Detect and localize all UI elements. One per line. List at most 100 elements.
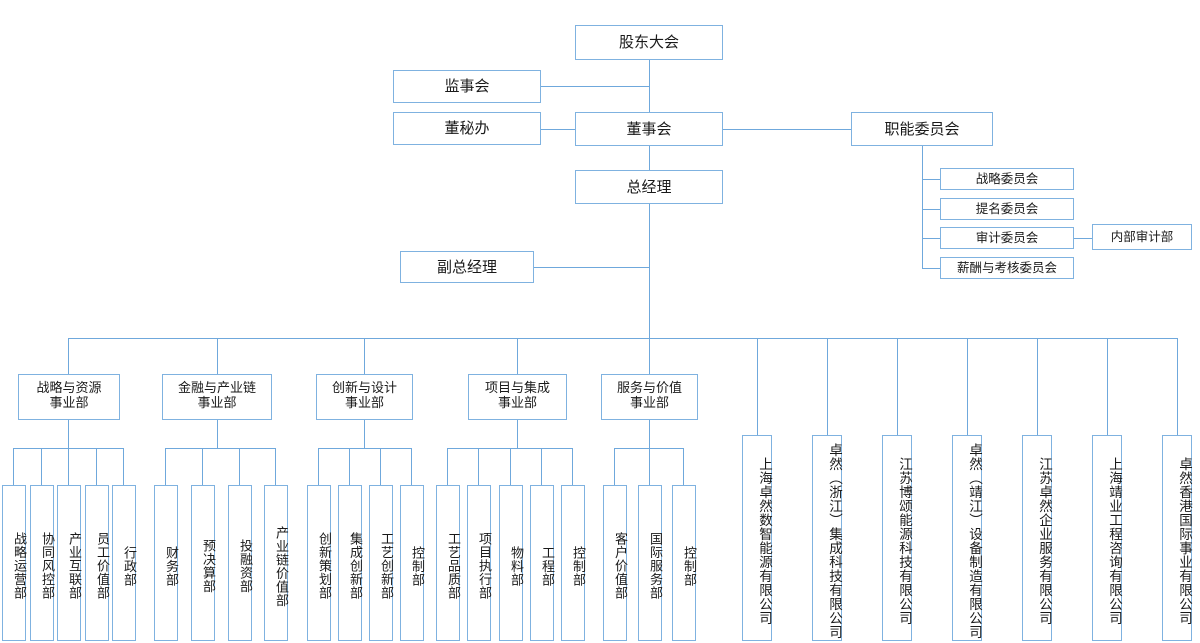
connector-committee-nomination bbox=[922, 209, 940, 210]
drop-division-3 bbox=[364, 338, 365, 374]
node-committee-strategy[interactable]: 战略委员会 bbox=[940, 168, 1074, 190]
connector-board-to-gm bbox=[649, 146, 650, 170]
drop-division-1 bbox=[68, 338, 69, 374]
drop-d4-dept-4 bbox=[541, 448, 542, 485]
drop-subsidiary-2 bbox=[827, 338, 828, 435]
node-division-strategy-resource[interactable]: 战略与资源 事业部 bbox=[18, 374, 120, 420]
node-dept-integrated-innovation[interactable]: 集成创新部 bbox=[338, 485, 362, 641]
connector-audit-to-internal-audit bbox=[1074, 238, 1092, 239]
node-dept-control-design[interactable]: 控制部 bbox=[400, 485, 424, 641]
node-board-secretary-office[interactable]: 董秘办 bbox=[393, 112, 541, 145]
main-bus bbox=[68, 338, 1178, 339]
node-dept-investment-financing[interactable]: 投融资部 bbox=[228, 485, 252, 641]
trunk-division-5 bbox=[649, 420, 650, 448]
node-dept-customer-value[interactable]: 客户价值部 bbox=[603, 485, 627, 641]
subbus-division-4 bbox=[447, 448, 572, 449]
connector-committee-audit bbox=[922, 238, 940, 239]
node-subsidiary-jiangsu-zhuoran-enterprise-service[interactable]: 江苏卓然企业服务有限公司 bbox=[1022, 435, 1052, 641]
drop-d5-dept-3 bbox=[683, 448, 684, 485]
node-division-service-value[interactable]: 服务与价值 事业部 bbox=[601, 374, 698, 420]
node-dept-industry-chain-value[interactable]: 产业链价值部 bbox=[264, 485, 288, 641]
connector-board-to-committees bbox=[723, 129, 851, 130]
trunk-division-2 bbox=[217, 420, 218, 448]
node-division-project-integration[interactable]: 项目与集成 事业部 bbox=[468, 374, 567, 420]
connector-deputy-gm-to-spine bbox=[534, 267, 649, 268]
node-dept-control-project[interactable]: 控制部 bbox=[561, 485, 585, 641]
node-subsidiary-zhuoran-zhejiang-integration[interactable]: 卓然（浙江）集成科技有限公司 bbox=[812, 435, 842, 641]
node-dept-innovation-planning[interactable]: 创新策划部 bbox=[307, 485, 331, 641]
drop-d3-dept-2 bbox=[349, 448, 350, 485]
drop-d2-dept-3 bbox=[239, 448, 240, 485]
drop-subsidiary-5 bbox=[1037, 338, 1038, 435]
node-subsidiary-shanghai-zhuoran-digital-energy[interactable]: 上海卓然数智能源有限公司 bbox=[742, 435, 772, 641]
connector-supervisors-to-spine bbox=[541, 86, 649, 87]
node-dept-project-execution[interactable]: 项目执行部 bbox=[467, 485, 491, 641]
node-general-manager[interactable]: 总经理 bbox=[575, 170, 723, 204]
node-dept-employee-value[interactable]: 员工价值部 bbox=[85, 485, 109, 641]
node-dept-strategy-operations[interactable]: 战略运营部 bbox=[2, 485, 26, 641]
connector-secretary-to-board bbox=[541, 129, 575, 130]
drop-division-2 bbox=[217, 338, 218, 374]
node-division-innovation-design[interactable]: 创新与设计 事业部 bbox=[316, 374, 413, 420]
node-dept-industry-internet[interactable]: 产业互联部 bbox=[57, 485, 81, 641]
node-dept-process-innovation[interactable]: 工艺创新部 bbox=[369, 485, 393, 641]
drop-d5-dept-1 bbox=[614, 448, 615, 485]
node-committee-audit[interactable]: 审计委员会 bbox=[940, 227, 1074, 249]
connector-committees-trunk bbox=[922, 146, 923, 269]
node-subsidiary-jiangsu-bosong-energy-tech[interactable]: 江苏博颂能源科技有限公司 bbox=[882, 435, 912, 641]
drop-d4-dept-5 bbox=[572, 448, 573, 485]
node-internal-audit-department[interactable]: 内部审计部 bbox=[1092, 224, 1192, 250]
subbus-division-2 bbox=[165, 448, 275, 449]
drop-subsidiary-3 bbox=[897, 338, 898, 435]
node-board-of-directors[interactable]: 董事会 bbox=[575, 112, 723, 146]
drop-d2-dept-2 bbox=[202, 448, 203, 485]
subbus-division-5 bbox=[614, 448, 683, 449]
node-division-finance-industry-chain[interactable]: 金融与产业链 事业部 bbox=[162, 374, 272, 420]
drop-subsidiary-1 bbox=[757, 338, 758, 435]
drop-d4-dept-3 bbox=[510, 448, 511, 485]
drop-d2-dept-1 bbox=[165, 448, 166, 485]
node-subsidiary-zhuoran-jingjiang-equipment[interactable]: 卓然（靖江）设备制造有限公司 bbox=[952, 435, 982, 641]
trunk-division-4 bbox=[517, 420, 518, 448]
node-dept-control-service[interactable]: 控制部 bbox=[672, 485, 696, 641]
drop-d3-dept-1 bbox=[318, 448, 319, 485]
node-dept-finance[interactable]: 财务部 bbox=[154, 485, 178, 641]
node-dept-process-quality[interactable]: 工艺品质部 bbox=[436, 485, 460, 641]
node-subsidiary-zhuoran-hongkong-international[interactable]: 卓然香港国际事业有限公司 bbox=[1162, 435, 1192, 641]
node-functional-committees[interactable]: 职能委员会 bbox=[851, 112, 993, 146]
drop-d1-dept-4 bbox=[96, 448, 97, 485]
drop-d1-dept-2 bbox=[41, 448, 42, 485]
drop-subsidiary-7 bbox=[1177, 338, 1178, 435]
node-dept-international-service[interactable]: 国际服务部 bbox=[638, 485, 662, 641]
node-committee-remuneration[interactable]: 薪酬与考核委员会 bbox=[940, 257, 1074, 279]
node-dept-collaborative-risk[interactable]: 协同风控部 bbox=[30, 485, 54, 641]
drop-d3-dept-4 bbox=[411, 448, 412, 485]
drop-d3-dept-3 bbox=[380, 448, 381, 485]
drop-d1-dept-3 bbox=[68, 448, 69, 485]
drop-d4-dept-2 bbox=[478, 448, 479, 485]
connector-gm-spine bbox=[649, 204, 650, 338]
node-dept-engineering[interactable]: 工程部 bbox=[530, 485, 554, 641]
node-committee-nomination[interactable]: 提名委员会 bbox=[940, 198, 1074, 220]
node-dept-materials[interactable]: 物料部 bbox=[499, 485, 523, 641]
drop-subsidiary-4 bbox=[967, 338, 968, 435]
drop-division-5 bbox=[649, 338, 650, 374]
node-shareholders-meeting[interactable]: 股东大会 bbox=[575, 25, 723, 60]
node-subsidiary-shanghai-jingye-engineering-consulting[interactable]: 上海靖业工程咨询有限公司 bbox=[1092, 435, 1122, 641]
trunk-division-1 bbox=[68, 420, 69, 448]
drop-d2-dept-4 bbox=[275, 448, 276, 485]
connector-committee-strategy bbox=[922, 179, 940, 180]
connector-shareholders-to-board bbox=[649, 60, 650, 112]
node-dept-budget-settlement[interactable]: 预决算部 bbox=[191, 485, 215, 641]
drop-d4-dept-1 bbox=[447, 448, 448, 485]
node-board-of-supervisors[interactable]: 监事会 bbox=[393, 70, 541, 103]
drop-division-4 bbox=[517, 338, 518, 374]
trunk-division-3 bbox=[364, 420, 365, 448]
node-deputy-general-manager[interactable]: 副总经理 bbox=[400, 251, 534, 283]
drop-d1-dept-1 bbox=[13, 448, 14, 485]
drop-d5-dept-2 bbox=[649, 448, 650, 485]
connector-committee-remuneration bbox=[922, 268, 940, 269]
node-dept-administration[interactable]: 行政部 bbox=[112, 485, 136, 641]
drop-subsidiary-6 bbox=[1107, 338, 1108, 435]
